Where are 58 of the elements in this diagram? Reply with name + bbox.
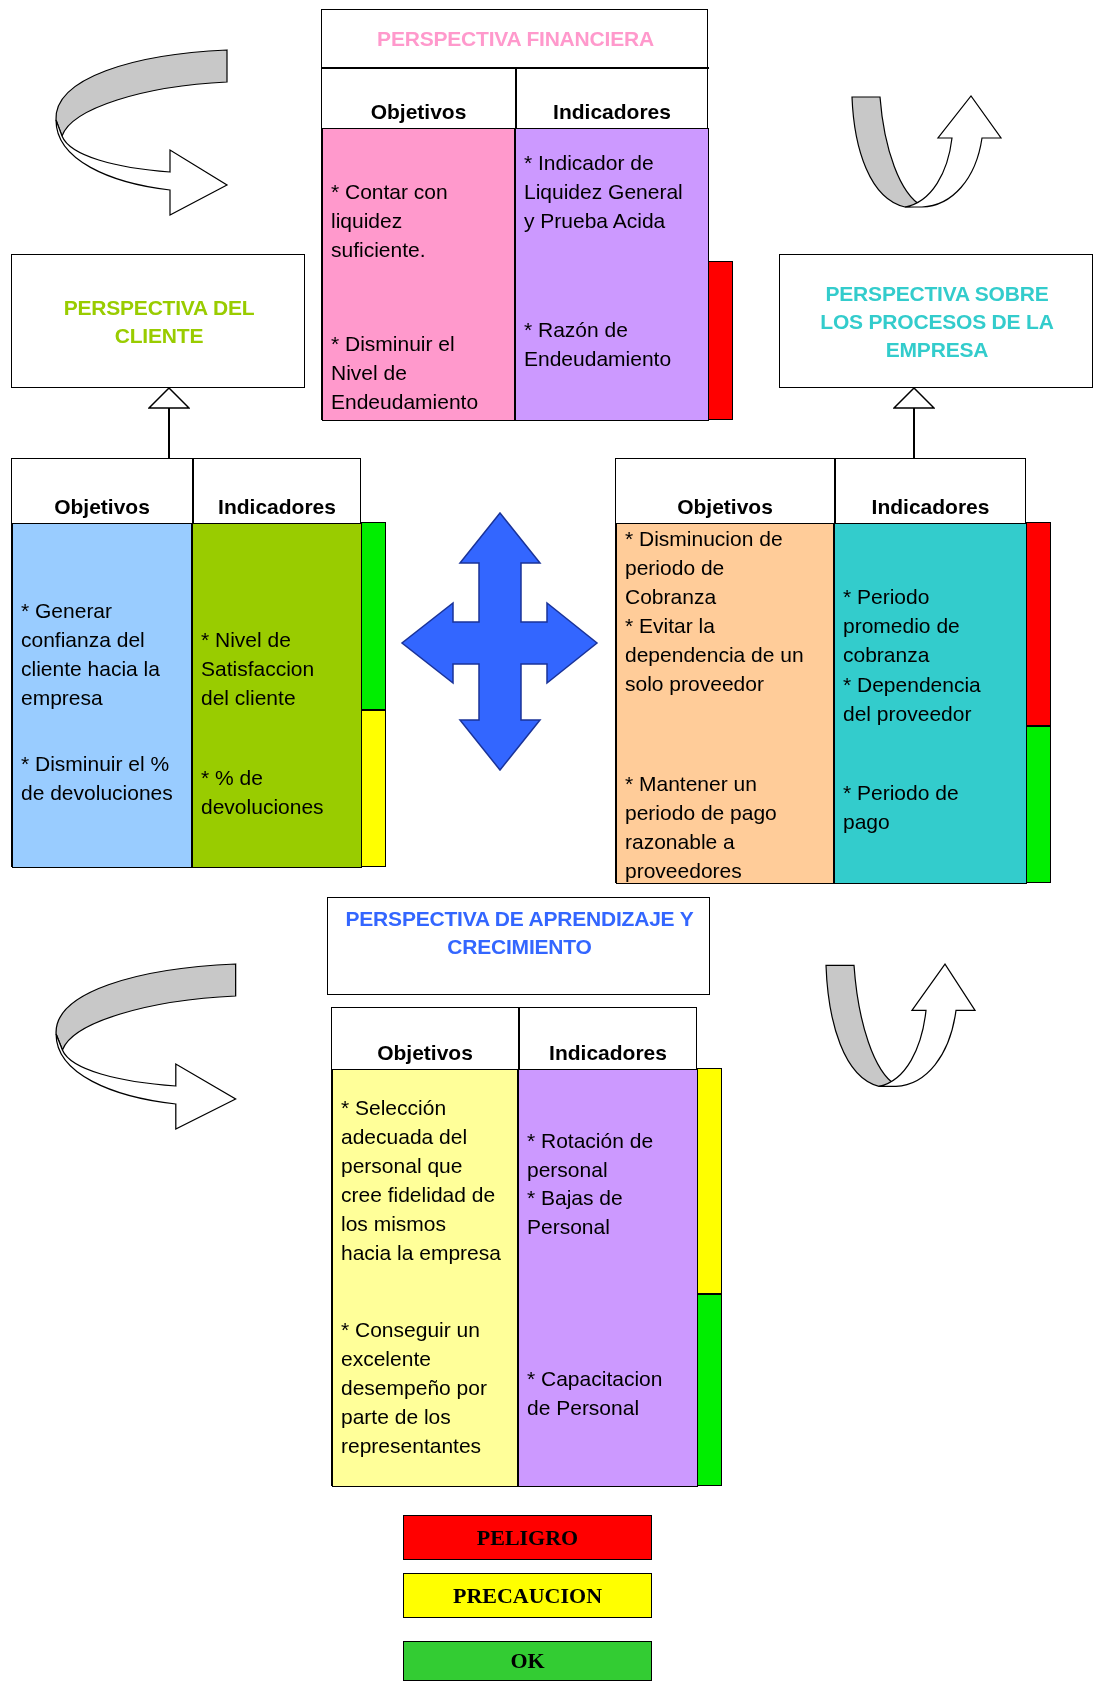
column-header: Objetivos: [376, 1040, 474, 1066]
status-bar: [1026, 726, 1051, 883]
list-item: * Disminuir el Nivel de Endeudamiento: [331, 331, 480, 415]
table-column: [192, 523, 362, 868]
perspective-box: [327, 897, 710, 995]
table-column: [332, 1069, 518, 1487]
perspective-box: [779, 254, 1093, 388]
legend-label: OK: [510, 1648, 545, 1674]
status-bar: [708, 261, 733, 420]
scorecard-table: [321, 9, 708, 420]
list-item: * Razón de Endeudamiento: [524, 317, 673, 372]
list-item: * Rotación de personal: [527, 1128, 655, 1183]
list-item: * Periodo promedio de cobranza: [843, 584, 961, 668]
table-column: [518, 1069, 698, 1487]
status-bar: [697, 1068, 722, 1294]
column-header: Indicadores: [552, 99, 672, 125]
list-item: * Dependencia del proveedor: [843, 672, 982, 727]
list-item: * Evitar la dependencia de un solo proveedor: [625, 613, 805, 697]
column-header: Indicadores: [870, 494, 991, 520]
table-column: [12, 523, 192, 868]
column-header: Indicadores: [548, 1040, 668, 1066]
perspective-title: PERSPECTIVA DE APRENDIZAJE Y CRECIMIENTO: [344, 906, 695, 960]
scorecard-table: [615, 458, 1026, 883]
table-column: [322, 128, 515, 421]
list-item: * Conseguir un excelente desempeño por parte de los representantes: [341, 1317, 488, 1459]
column-header: Indicadores: [217, 494, 337, 520]
scorecard-table: [331, 1007, 697, 1486]
list-item: * % de devoluciones: [201, 765, 325, 820]
list-item: * Nivel de Satisfaccion del cliente: [201, 627, 316, 711]
status-bar: [361, 522, 386, 710]
list-item: * Bajas de Personal: [527, 1185, 624, 1240]
list-item: * Disminucion de periodo de Cobranza: [625, 526, 784, 610]
column-header: Objetivos: [676, 494, 774, 520]
status-bar: [361, 710, 386, 867]
perspective-title: PERSPECTIVA DEL CLIENTE: [62, 295, 256, 349]
status-bar: [1026, 522, 1051, 726]
table-column: [616, 523, 834, 884]
table-column: [834, 523, 1027, 884]
table-column: [515, 128, 709, 421]
perspective-box: [11, 254, 305, 388]
block-arrow: [148, 387, 190, 459]
list-item: * Disminuir el % de devoluciones: [21, 751, 174, 806]
legend-label: PRECAUCION: [452, 1582, 603, 1609]
list-item: * Indicador de Liquidez General y Prueba Acida: [524, 150, 684, 234]
list-item: * Contar con liquidez suficiente.: [331, 179, 449, 263]
perspective-title: PERSPECTIVA FINANCIERA: [376, 25, 655, 52]
scorecard-table: [11, 458, 361, 867]
column-header: Objetivos: [369, 99, 468, 125]
list-item: * Selección adecuada del personal que cree fidelidad de los mismos hacia la empresa: [341, 1095, 501, 1266]
list-item: * Periodo de pago: [843, 780, 960, 835]
legend-label: PELIGRO: [476, 1524, 579, 1551]
list-item: * Mantener un periodo de pago razonable a proveedores: [625, 771, 778, 884]
status-bar: [697, 1294, 722, 1486]
column-header: Objetivos: [53, 494, 151, 520]
list-item: * Generar confianza del cliente hacia la empresa: [21, 598, 161, 711]
block-arrow: [893, 387, 935, 459]
list-item: * Capacitacion de Personal: [527, 1366, 664, 1421]
perspective-title: PERSPECTIVA SOBRE LOS PROCESOS DE LA EMPRESA: [819, 281, 1055, 363]
